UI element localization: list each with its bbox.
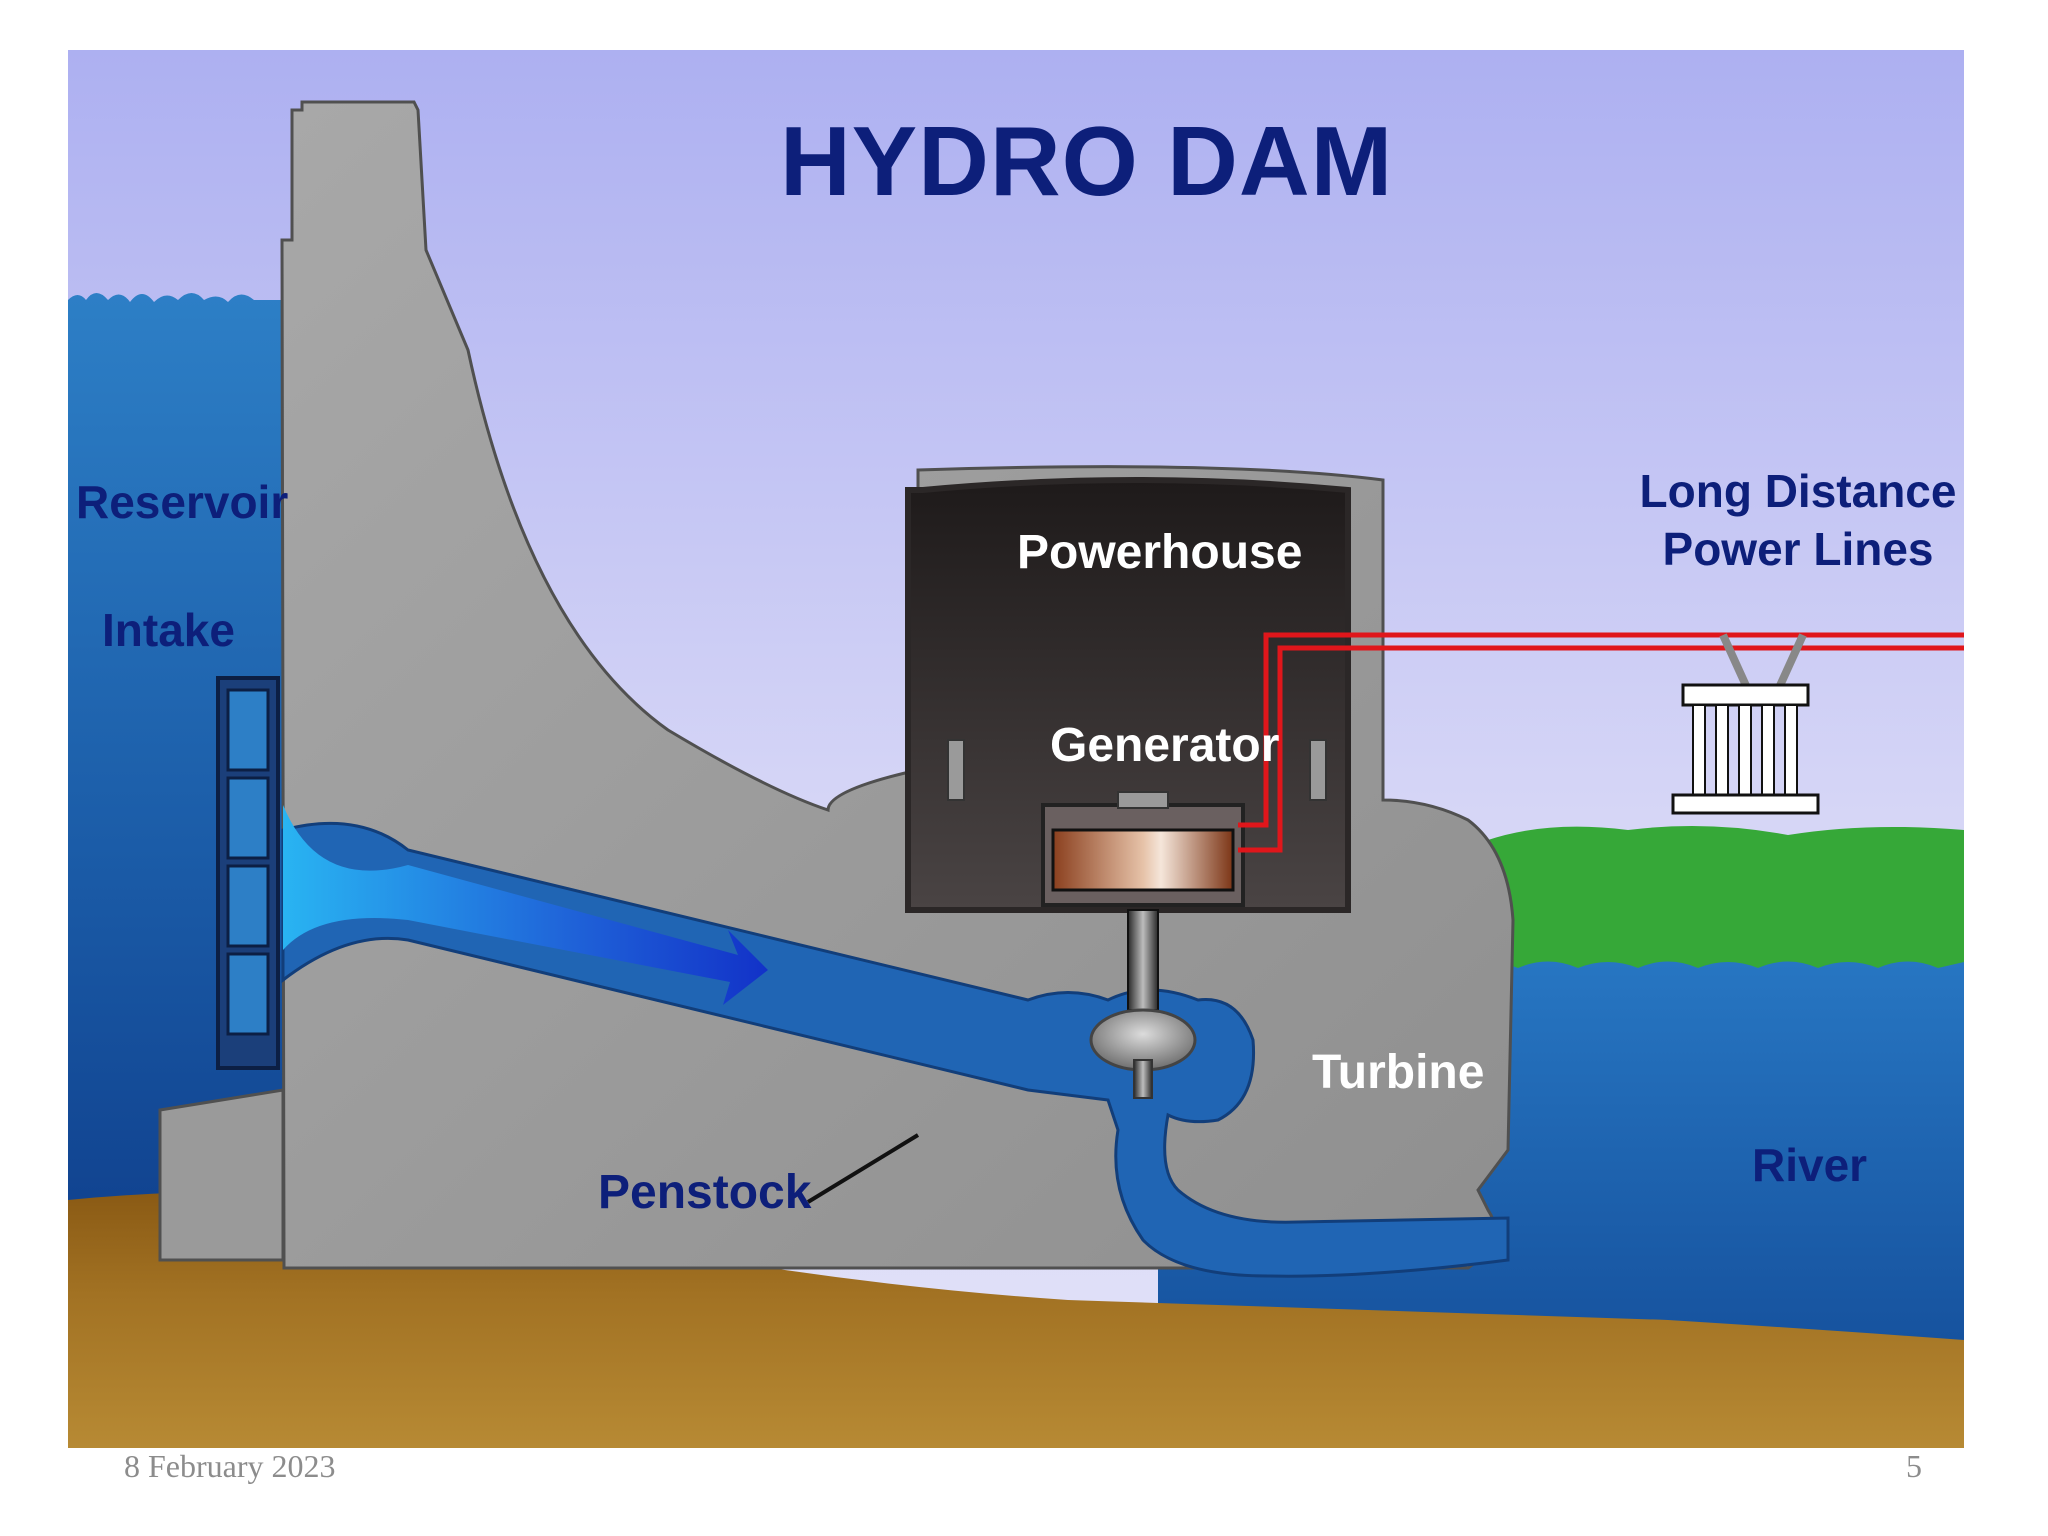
hydro-dam-illustration <box>68 50 1964 1448</box>
label-generator: Generator <box>1050 719 1280 772</box>
intake-gate <box>216 676 280 1070</box>
footer-page-number: 5 <box>1906 1448 1922 1484</box>
flow-arrow <box>283 805 768 1005</box>
power-line-upper <box>1238 632 1964 828</box>
generator-rotor <box>1051 828 1235 892</box>
diagram-slide: HYDRO DAM Reservoir Intake Powerhouse Ge… <box>68 50 1964 1448</box>
powerhouse-building <box>905 477 1351 913</box>
turbine-unit <box>1089 1008 1197 1099</box>
tower-column <box>1738 704 1752 796</box>
turbine-stem <box>1133 1059 1153 1099</box>
tower-arm-left <box>1719 633 1752 692</box>
tower-column <box>1761 704 1775 796</box>
label-power-lines-line1: Long Distance <box>1639 465 1957 517</box>
intake-panel <box>226 688 270 772</box>
label-reservoir: Reservoir <box>76 476 289 528</box>
tower-column <box>1692 704 1706 796</box>
generator-unit <box>1041 791 1245 907</box>
turbine-shaft <box>1127 909 1159 1011</box>
diagram-title: HYDRO DAM <box>780 106 1394 216</box>
generator-cap <box>1117 791 1169 809</box>
penstock-pointer-line <box>806 1133 920 1204</box>
label-powerhouse: Powerhouse <box>1017 526 1303 579</box>
power-lines <box>1238 632 1964 853</box>
tower-arm-right <box>1774 633 1807 692</box>
label-power-lines-line2: Power Lines <box>1662 523 1934 575</box>
intake-panel <box>226 776 270 860</box>
label-power-lines: Long Distance Power Lines <box>1578 462 1964 578</box>
tower-column <box>1784 704 1798 796</box>
transformer-tower <box>1671 633 1820 815</box>
label-river: River <box>1752 1139 1868 1191</box>
powerhouse-pillar-right <box>1309 739 1327 801</box>
label-turbine: Turbine <box>1312 1046 1485 1099</box>
grass-bank <box>1488 826 1964 970</box>
intake-panel <box>226 864 270 948</box>
tower-column <box>1715 704 1729 796</box>
label-intake: Intake <box>102 604 235 656</box>
dam-foot <box>158 1088 285 1262</box>
power-line-lower <box>1238 645 1964 853</box>
powerhouse-pillar-left <box>947 739 965 801</box>
intake-panel <box>226 952 270 1036</box>
label-penstock: Penstock <box>598 1166 812 1219</box>
tower-top <box>1681 683 1810 707</box>
footer-date: 8 February 2023 <box>124 1448 336 1484</box>
tower-base <box>1671 793 1820 815</box>
